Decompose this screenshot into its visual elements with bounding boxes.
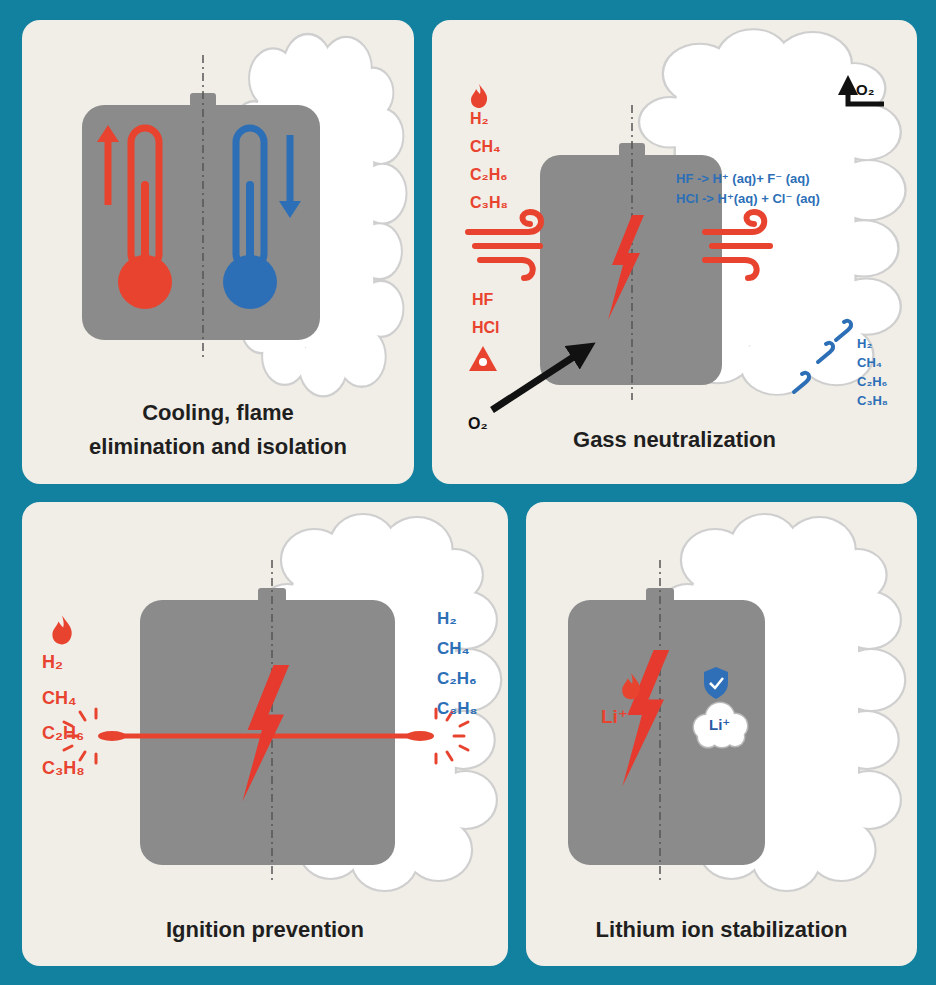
feature-panel: Cooling, flame elimination and isolation xyxy=(22,20,414,484)
panel-caption: Ignition prevention xyxy=(45,913,485,947)
panel-caption: Lithium ion stabilization xyxy=(537,913,907,947)
panel-caption: Cooling, flame elimination and isolation xyxy=(85,396,351,464)
feature-panel: Ignition prevention xyxy=(22,502,508,966)
feature-panel: Lithium ion stabilization xyxy=(526,502,917,966)
panel-caption: Gass neutralization xyxy=(455,423,895,457)
feature-panel: Gass neutralization xyxy=(432,20,917,484)
